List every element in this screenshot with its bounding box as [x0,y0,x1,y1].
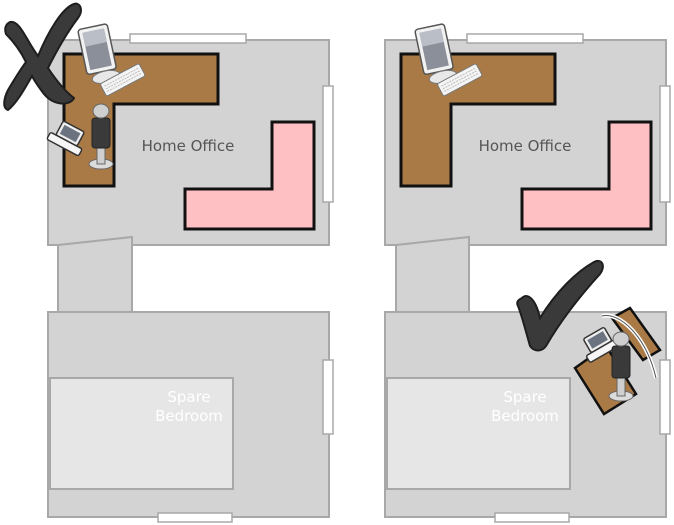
monitor-icon [414,23,458,84]
window-top [129,33,247,44]
spare-bedroom-label-line2: Bedroom [491,407,559,425]
window-top [466,33,584,44]
spare-bedroom-label-line1: Spare [167,388,210,406]
keyboard-icon [437,63,483,97]
home-office-label: Home Office [142,137,235,155]
window-right-bedroom [659,359,671,435]
window-right-office [322,85,334,203]
laptop-icon [583,326,622,363]
home-office-label: Home Office [479,137,572,155]
laptop-icon [46,120,85,157]
spare-bedroom-label-line1: Spare [503,388,546,406]
left-floor-plan: Home Office Spare Bedroom [3,2,334,523]
right-floor-plan: Home Office Spare Bedroom [384,23,671,523]
keyboard-icon [100,63,146,97]
l-shaped-sofa [183,120,316,231]
check-mark-icon [516,260,604,352]
window-bottom [494,512,570,523]
window-right-bedroom [322,359,334,435]
window-bottom [157,512,233,523]
l-shaped-sofa [520,120,653,231]
corner-workstation [573,306,662,416]
bed [49,377,234,490]
spare-bedroom-label-line2: Bedroom [155,407,223,425]
hallway [57,235,133,322]
monitor-icon [77,23,121,84]
hallway [395,235,470,322]
window-right-office [659,85,671,203]
office-chair-icon [608,331,634,402]
bed [386,377,571,490]
office-chair-icon [88,103,114,170]
cross-mark-icon [3,2,82,112]
